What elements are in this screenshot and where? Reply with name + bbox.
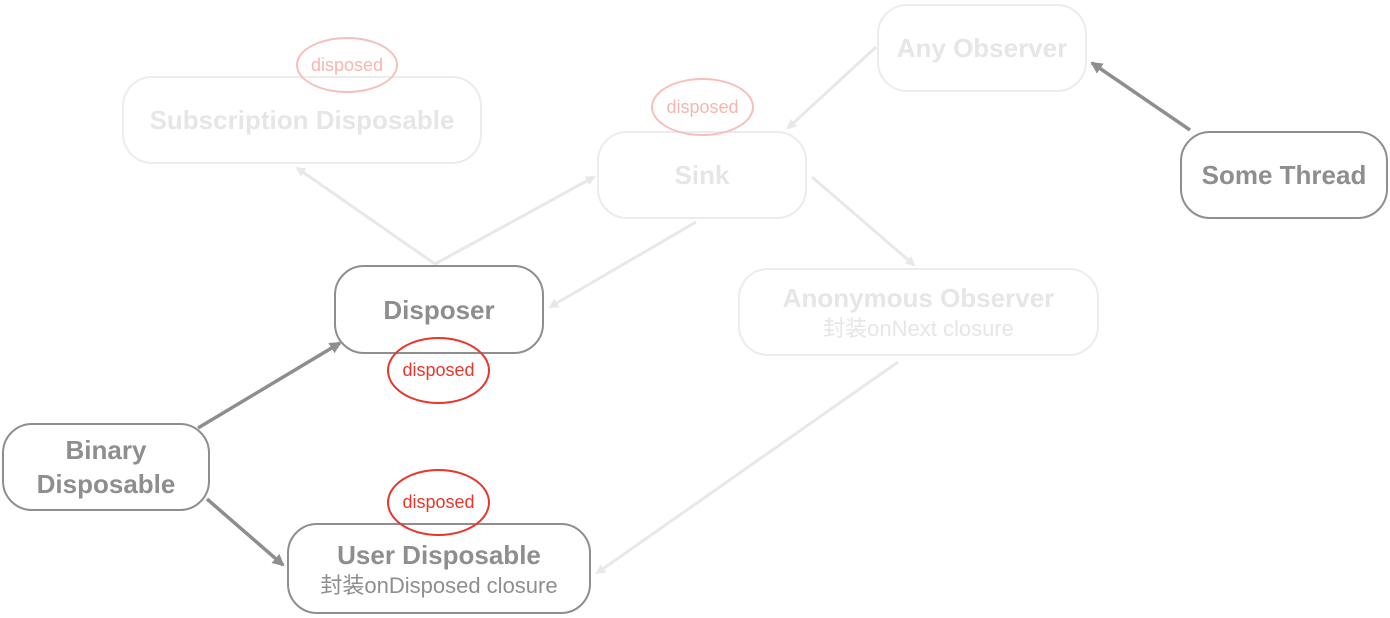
edge-disposer-to-subscription-disposable	[295, 166, 436, 266]
binary-disposable-title-line1: Binary	[65, 435, 147, 465]
disposer-disposed-badge: disposed	[387, 337, 490, 404]
anonymous-observer-subtitle: 封装onNext closure	[823, 316, 1014, 341]
disposer-disposed-label: disposed	[402, 360, 475, 380]
anonymous-observer-title: Anonymous Observer	[782, 283, 1055, 313]
edge-binary-disposable-to-disposer	[197, 341, 342, 430]
subscription-disposable-disposed-badge: disposed	[296, 37, 398, 93]
user-disposable-subtitle: 封装onDisposed closure	[320, 572, 558, 598]
some-thread-title: Some Thread	[1201, 160, 1367, 190]
binary-disposable-node: Binary Disposable	[2, 423, 210, 511]
subscription-disposable-node: Subscription Disposable	[122, 76, 482, 164]
edge-anonymous-observer-to-user-disposable	[595, 360, 899, 575]
edge-sink-to-disposer	[548, 220, 697, 309]
sink-title: Sink	[674, 160, 730, 190]
subscription-disposable-disposed-label: disposed	[310, 54, 384, 75]
subscription-disposable-title: Subscription Disposable	[149, 105, 455, 135]
edge-disposer-to-sink	[434, 175, 596, 266]
user-disposable-disposed-badge: disposed	[387, 469, 490, 536]
any-observer-node: Any Observer	[877, 4, 1087, 92]
anonymous-observer-node: Anonymous Observer 封装onNext closure	[738, 268, 1099, 356]
edge-any-observer-to-sink	[786, 45, 878, 130]
disposer-title: Disposer	[383, 294, 495, 325]
edge-sink-to-anonymous-observer	[811, 175, 916, 267]
edge-some-thread-to-any-observer	[1090, 61, 1191, 132]
sink-node: Sink	[597, 131, 807, 219]
user-disposable-title: User Disposable	[337, 539, 541, 570]
user-disposable-disposed-label: disposed	[402, 492, 475, 512]
binary-disposable-title-line2: Disposable	[36, 469, 176, 499]
some-thread-node: Some Thread	[1180, 131, 1388, 219]
any-observer-title: Any Observer	[896, 33, 1068, 63]
edge-binary-disposable-to-user-disposable	[205, 497, 285, 567]
sink-disposed-label: disposed	[666, 96, 739, 117]
sink-disposed-badge: disposed	[651, 78, 754, 136]
user-disposable-node: User Disposable 封装onDisposed closure	[287, 523, 591, 614]
